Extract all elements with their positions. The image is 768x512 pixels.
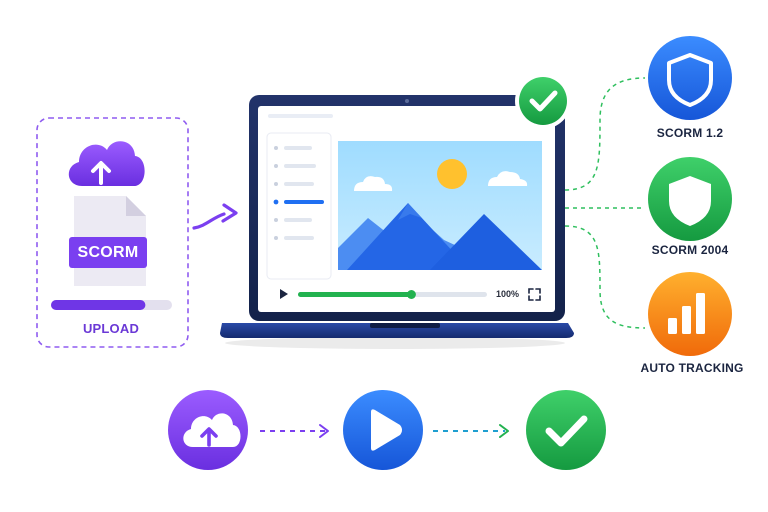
laptop-base — [220, 323, 574, 338]
standard-scorm-1-2 — [648, 36, 732, 120]
flow-step-complete — [526, 390, 606, 470]
bar-chart-icon — [668, 293, 705, 334]
top-placeholder-bar — [268, 114, 333, 118]
video-thumbnail — [338, 141, 542, 270]
standard-scorm-2004 — [648, 157, 732, 241]
checkmark-icon — [545, 415, 588, 447]
seek-progress — [298, 292, 412, 297]
upload-to-laptop-arrow — [192, 203, 238, 230]
sun-icon — [437, 159, 467, 189]
zoom-level: 100% — [496, 289, 520, 299]
upload-panel-border — [36, 117, 189, 348]
sidebar-item[interactable] — [274, 236, 314, 240]
flow-arrow-1 — [260, 424, 329, 438]
cloud-upload-icon — [183, 413, 241, 447]
shield-icon — [669, 176, 711, 226]
checkmark-badge — [515, 73, 571, 129]
upload-label: UPLOAD — [82, 321, 140, 336]
scorm-2004-label: SCORM 2004 — [651, 243, 729, 257]
scorm-file-badge: SCORM — [69, 237, 147, 268]
player-controls — [280, 288, 541, 301]
cloud-upload-icon — [68, 141, 145, 186]
play-button[interactable] — [280, 289, 288, 299]
webcam — [405, 99, 409, 103]
flow-arrow-2 — [433, 424, 509, 438]
sidebar-item[interactable] — [274, 182, 314, 186]
sidebar-item[interactable] — [274, 218, 312, 222]
upload-panel — [36, 117, 238, 348]
upload-progress-fill — [51, 300, 146, 310]
fullscreen-icon[interactable] — [528, 288, 541, 301]
upload-progress-bar — [51, 300, 172, 310]
sidebar-item-active[interactable] — [273, 199, 324, 205]
flow-step-play — [343, 390, 423, 470]
seek-handle[interactable] — [406, 290, 416, 299]
cloud-icon — [354, 176, 393, 191]
auto-tracking-label: AUTO TRACKING — [640, 361, 744, 375]
shield-icon — [667, 53, 713, 107]
checkmark-icon — [529, 90, 558, 112]
standard-auto-tracking — [648, 272, 732, 356]
laptop — [220, 73, 574, 349]
scorm-1-2-label: SCORM 1.2 — [656, 126, 724, 140]
cloud-icon — [488, 171, 528, 186]
play-icon — [371, 409, 402, 451]
sidebar-item[interactable] — [274, 164, 316, 168]
flow-step-upload — [168, 390, 248, 470]
sidebar-item[interactable] — [274, 146, 312, 150]
standards-connectors — [564, 77, 646, 329]
course-sidebar — [266, 132, 332, 280]
laptop-notch — [370, 323, 440, 328]
